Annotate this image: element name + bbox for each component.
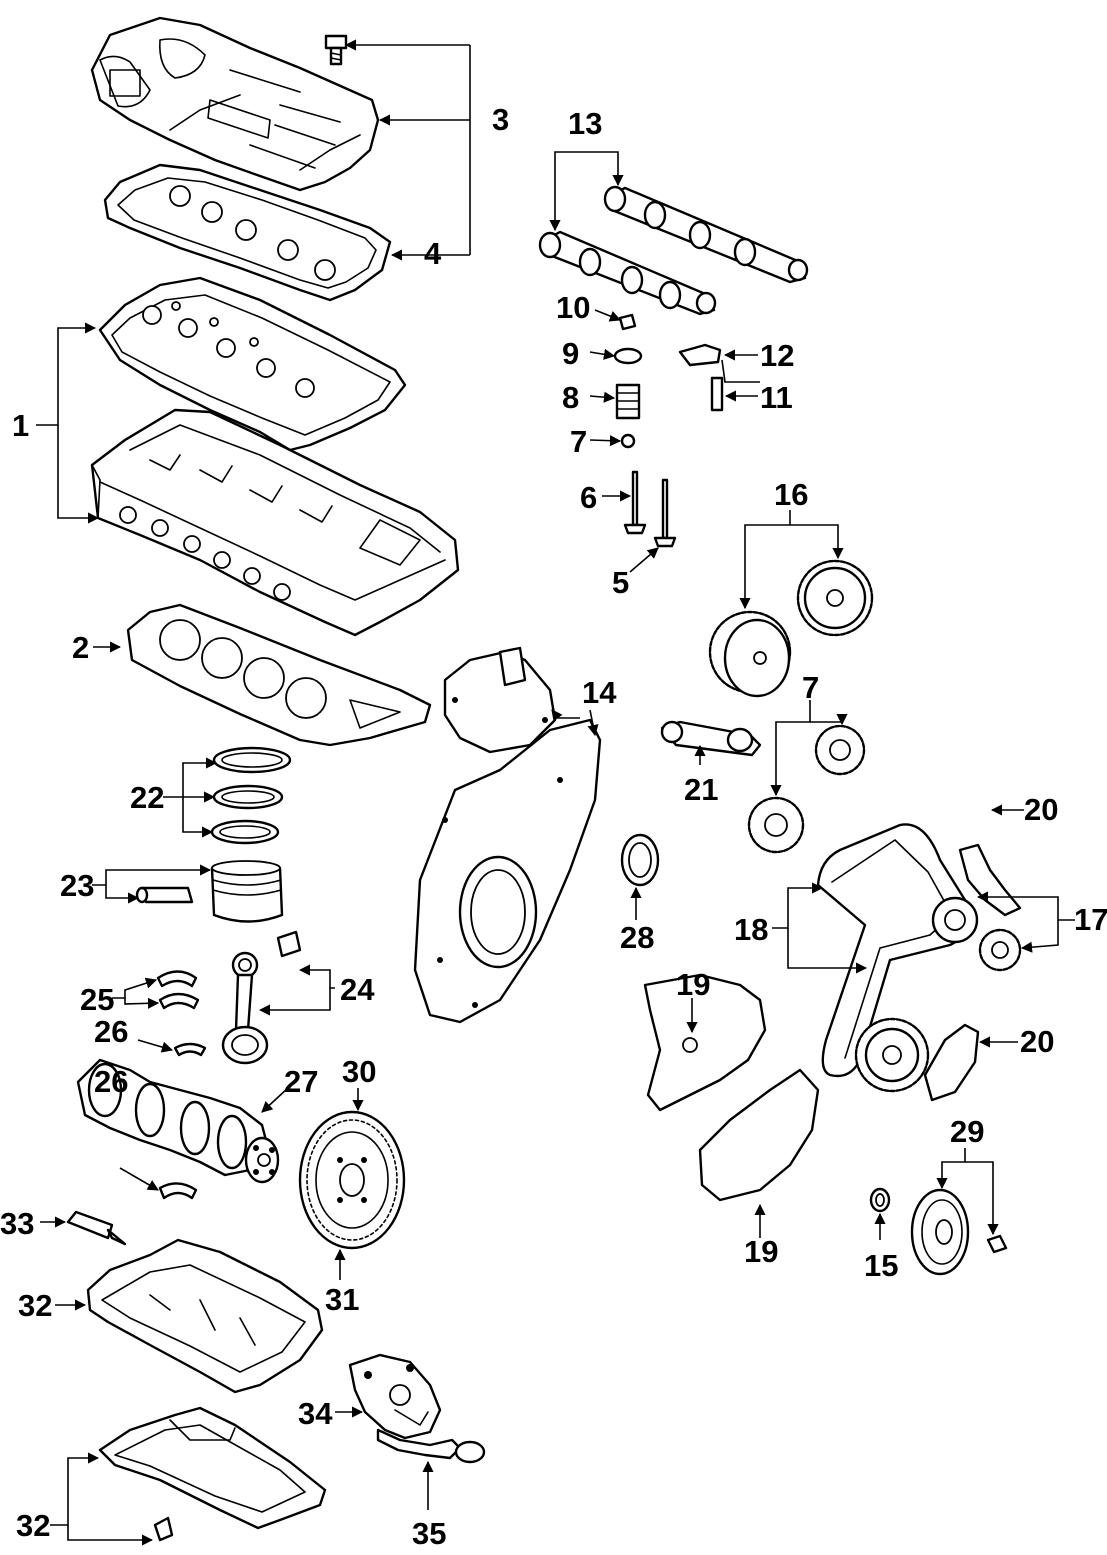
valve-train-parts: [613, 313, 724, 548]
callout-14: 14: [582, 675, 617, 710]
cylinder-head: [90, 408, 460, 637]
balance-sprockets: [747, 724, 866, 854]
piston-rings: [210, 746, 292, 845]
callout-20-lower: 20: [1020, 1024, 1054, 1059]
callout-30: 30: [342, 1054, 376, 1089]
callout-22: 22: [130, 780, 164, 815]
callout-2: 2: [72, 630, 89, 665]
callout-23: 23: [60, 868, 94, 903]
callout-19-upper: 19: [676, 967, 710, 1002]
callout-34: 34: [298, 1396, 333, 1431]
piston-assembly: [135, 860, 284, 923]
callout-17: 17: [1074, 902, 1107, 937]
callout-3: 3: [492, 102, 509, 137]
callout-9: 9: [562, 336, 579, 371]
callout-31: 31: [325, 1282, 359, 1317]
callout-12: 12: [760, 338, 794, 373]
callout-33: 33: [0, 1206, 34, 1241]
callout-35: 35: [412, 1516, 446, 1551]
pulley-and-washer: [869, 1187, 1008, 1276]
callout-32-upper: 32: [18, 1288, 52, 1323]
callout-13: 13: [568, 106, 602, 141]
callout-28: 28: [620, 920, 654, 955]
callout-20-upper: 20: [1024, 792, 1058, 827]
callout-16: 16: [774, 477, 808, 512]
callout-4: 4: [424, 236, 442, 271]
oil-pump: [348, 1353, 442, 1440]
upper-oil-pan: [86, 1238, 324, 1394]
valve-cover: [90, 16, 380, 192]
callout-24: 24: [340, 972, 375, 1007]
sealant-tube: [66, 1210, 127, 1246]
cam-carrier: [98, 276, 407, 452]
callout-5: 5: [612, 565, 629, 600]
callout-labels: 1 2 3 4 5 6 7 7 8 9 10 11 12 13 14 15 16…: [0, 102, 1107, 1551]
head-gasket: [126, 603, 432, 747]
callout-18: 18: [734, 912, 768, 947]
front-seal: [620, 833, 660, 887]
callout-19-lower: 19: [744, 1234, 778, 1269]
callout-21: 21: [684, 772, 718, 807]
camshafts: [538, 185, 809, 316]
callout-15: 15: [864, 1248, 898, 1283]
balance-shaft: [660, 720, 762, 757]
callout-6: 6: [580, 480, 597, 515]
callout-26-lower: 26: [94, 1064, 128, 1099]
callout-11: 11: [760, 380, 793, 415]
callout-8: 8: [562, 380, 579, 415]
callout-1: 1: [12, 408, 29, 443]
callout-29: 29: [950, 1114, 984, 1149]
crankshaft: [76, 1058, 280, 1184]
flywheel: [298, 1110, 406, 1250]
callout-7-upper: 7: [570, 424, 587, 459]
cam-sprockets: [708, 559, 874, 698]
valve-cover-bolt: [324, 34, 348, 66]
lower-oil-pan: [98, 1406, 327, 1542]
timing-chain: [816, 823, 1022, 1093]
valve-cover-gasket: [103, 163, 392, 302]
leader-lines: [36, 39, 1075, 1546]
callout-27: 27: [284, 1064, 318, 1099]
chain-guides: [643, 843, 1022, 1202]
callout-7-lower: 7: [802, 670, 819, 705]
bearing-shells: [156, 970, 207, 1200]
connecting-rod: [221, 930, 302, 1065]
timing-cover: [413, 646, 602, 1024]
callout-26-upper: 26: [94, 1014, 128, 1049]
oil-pickup-tube: [376, 1428, 486, 1464]
callout-32-lower: 32: [16, 1508, 50, 1543]
callout-10: 10: [556, 290, 590, 325]
callout-25: 25: [80, 982, 114, 1017]
